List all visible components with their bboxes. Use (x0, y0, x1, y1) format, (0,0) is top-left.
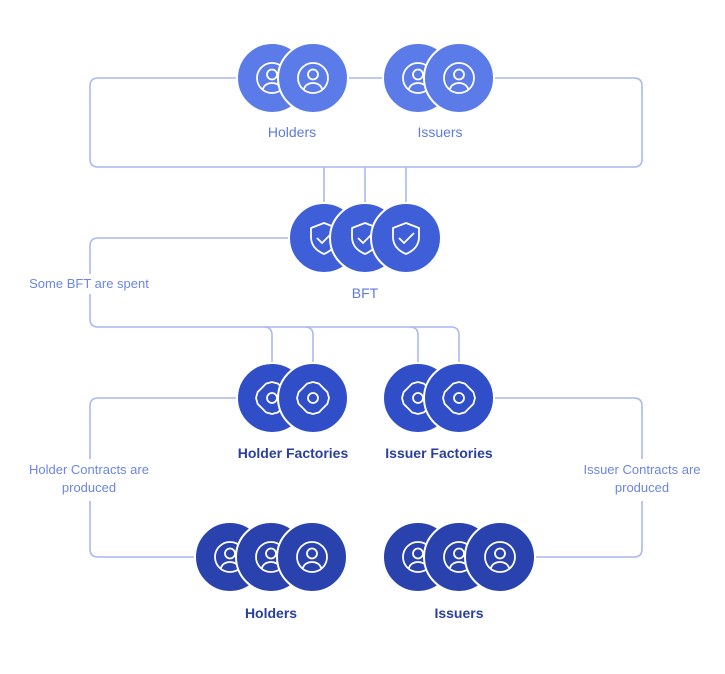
issuer-node (464, 521, 536, 593)
issuer-contracts-label-line1: Issuer Contracts are (583, 462, 700, 477)
bft-spent-label-bg (22, 274, 156, 294)
holder-factories-group[interactable] (236, 362, 349, 434)
issuer-factories-group[interactable] (382, 362, 495, 434)
holder-factories-label: Holder Factories (238, 445, 349, 461)
issuer-factory-node (423, 362, 495, 434)
holders-top-group[interactable] (236, 42, 349, 114)
holder-factory-node (277, 362, 349, 434)
bft-label: BFT (352, 285, 379, 301)
holder-contracts-label-line1: Holder Contracts are (29, 462, 149, 477)
holders-top-label: Holders (268, 124, 316, 140)
connector-lines (89, 77, 643, 558)
issuers-top-group[interactable] (382, 42, 495, 114)
connector-to-holder-factory-2 (304, 326, 314, 365)
issuer-contracts-label-bg (572, 459, 717, 501)
holder-node (276, 521, 348, 593)
connector-top-frame (89, 77, 643, 168)
issuer-factories-label: Issuer Factories (385, 445, 493, 461)
issuers-bottom-group[interactable] (382, 521, 536, 593)
bft-node (370, 202, 442, 274)
connector-to-holder-factory-1 (263, 326, 273, 365)
issuers-bottom-label: Issuers (434, 605, 483, 621)
holder-contracts-label-line2: produced (62, 480, 116, 495)
holder-node (277, 42, 349, 114)
bft-spent-label: Some BFT are spent (29, 276, 149, 291)
connector-bft-spent (89, 237, 460, 365)
bft-group[interactable] (288, 202, 442, 274)
issuer-contracts-label-line2: produced (615, 480, 669, 495)
holders-bottom-label: Holders (245, 605, 297, 621)
connector-to-issuer-factory-1 (409, 326, 419, 365)
issuer-node (423, 42, 495, 114)
holder-contracts-label-bg (18, 459, 162, 501)
issuers-top-label: Issuers (417, 124, 462, 140)
holders-bottom-group[interactable] (194, 521, 348, 593)
